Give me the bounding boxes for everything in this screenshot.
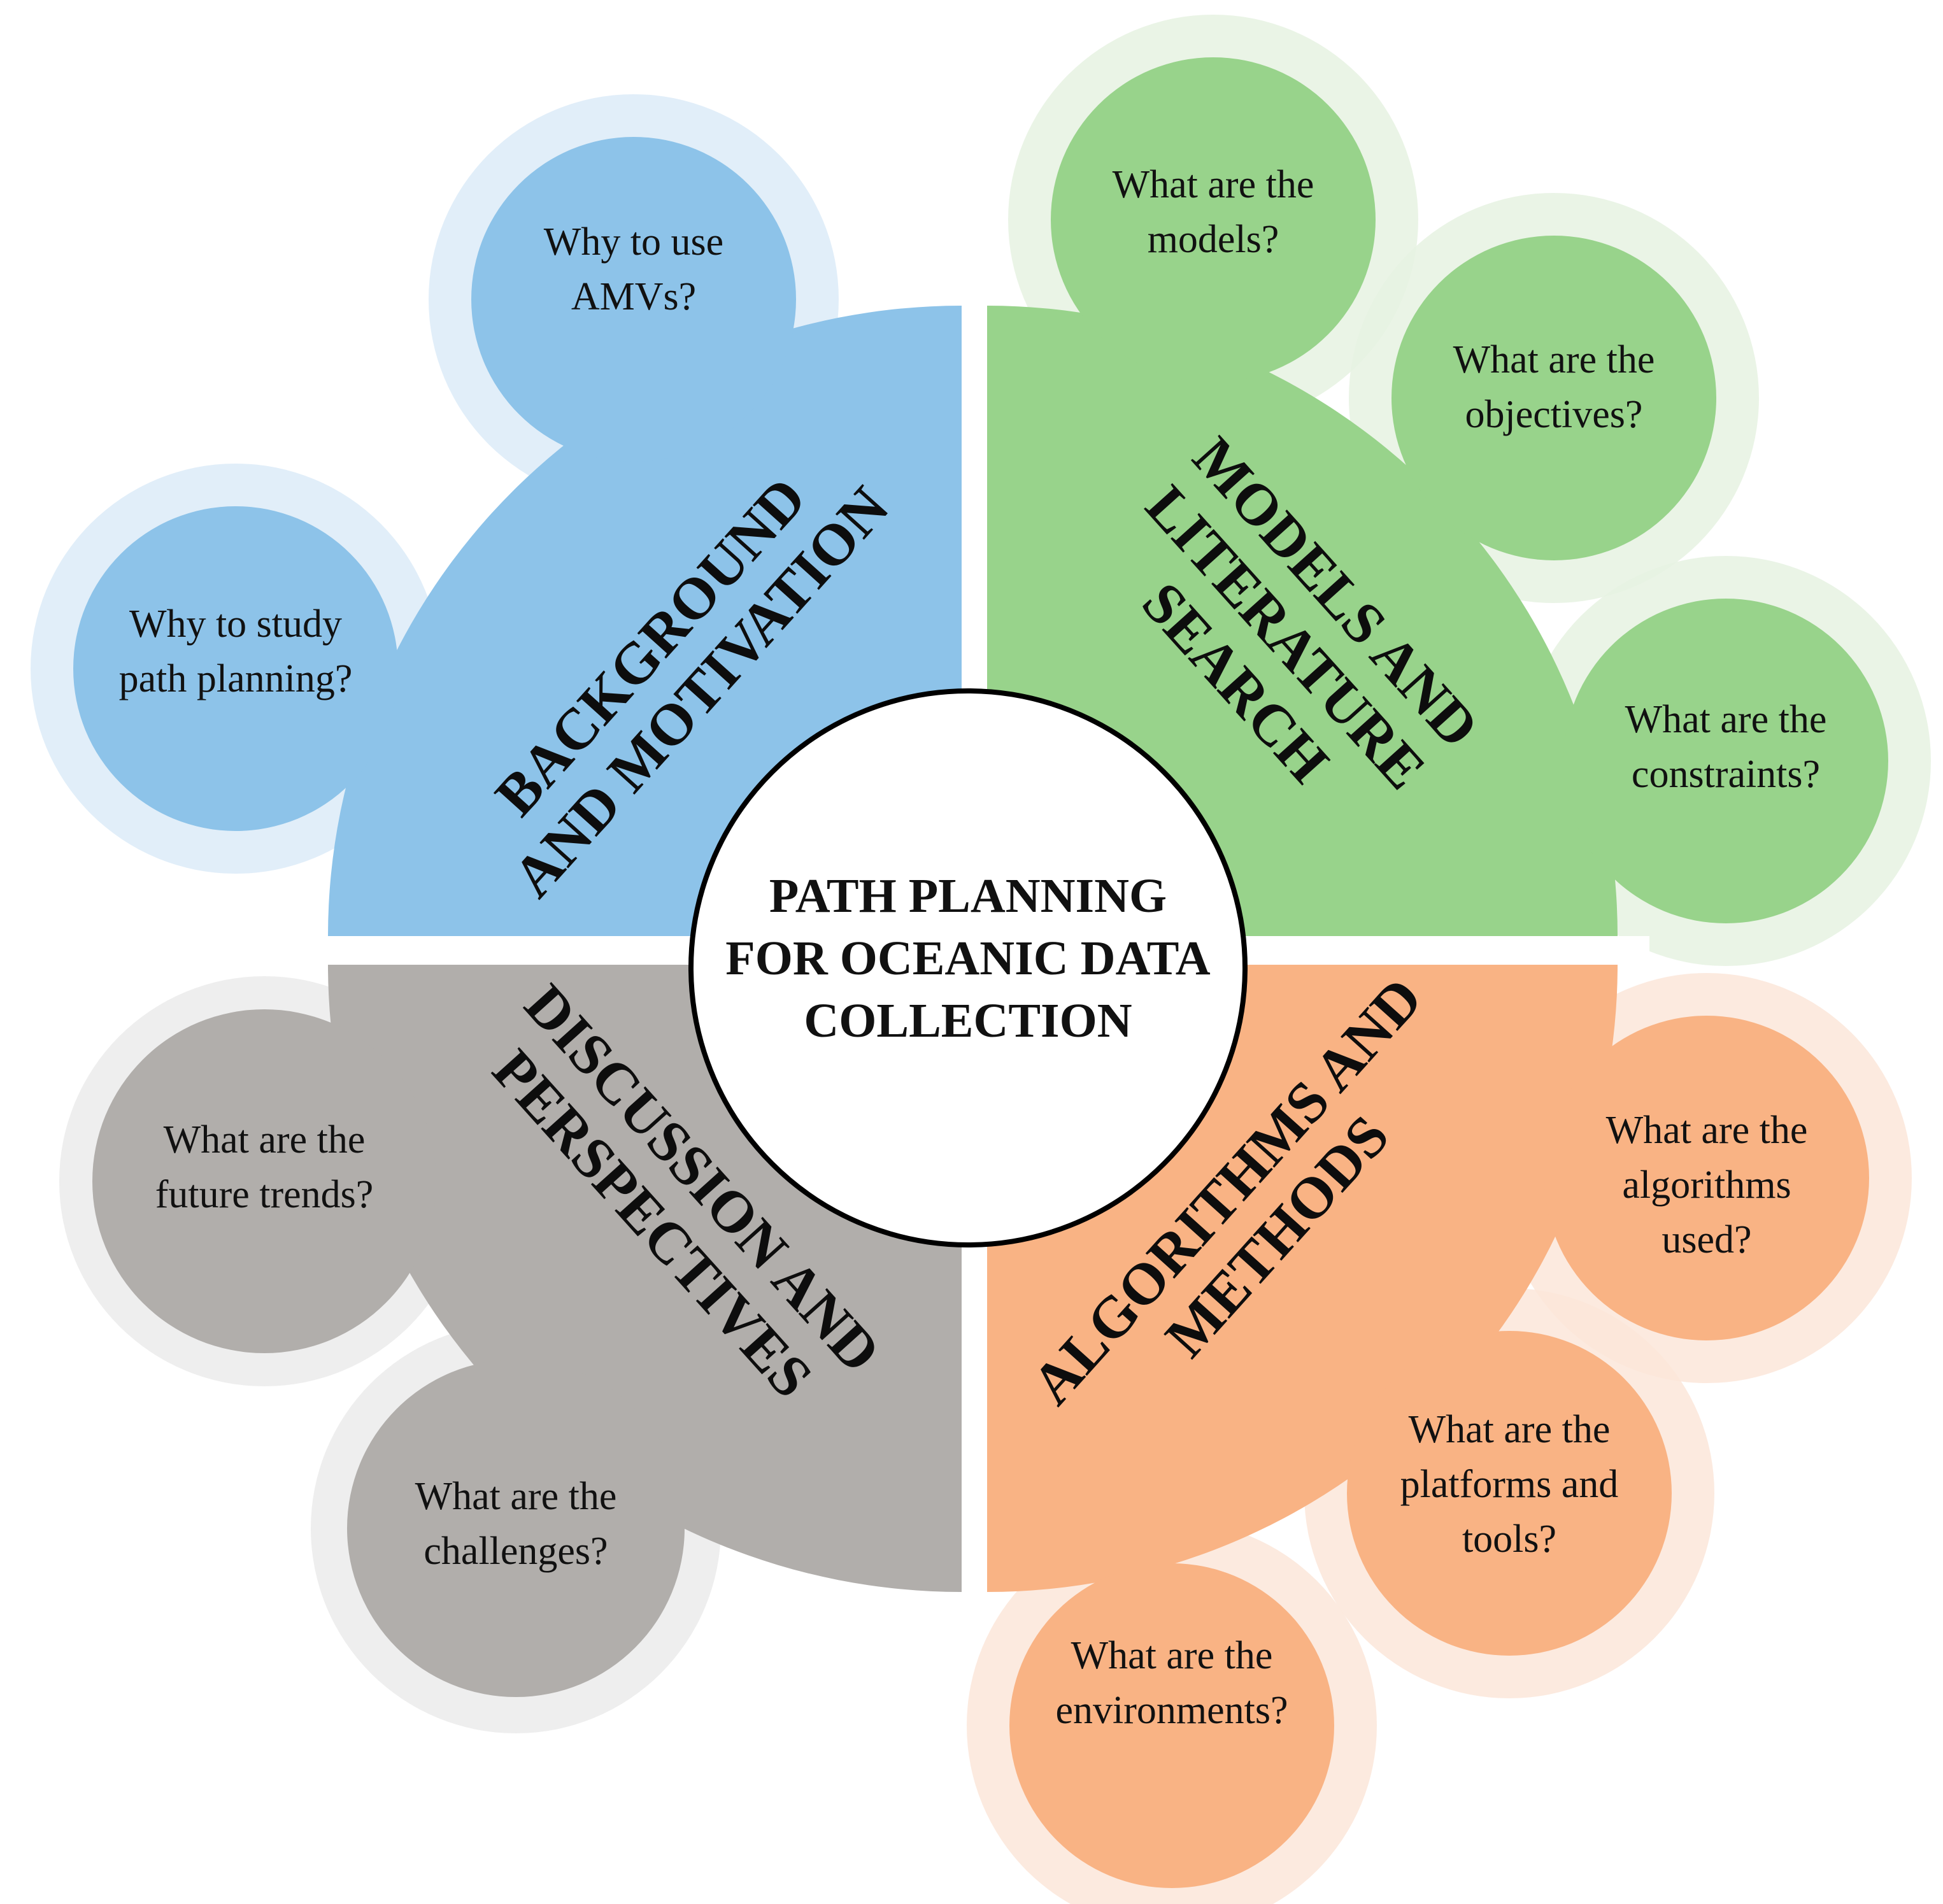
question-bubble-background-2 [73, 506, 398, 831]
question-text: What are the future trends? [155, 1118, 374, 1216]
question-text-line: platforms and [1400, 1463, 1619, 1506]
question-text-line: objectives? [1465, 393, 1643, 436]
question-text: What are the algorithms used? [1606, 1109, 1808, 1261]
question-bubble-algorithms-2 [1347, 1331, 1672, 1656]
question-text-line: AMVs? [571, 275, 696, 318]
question-text-line: tools? [1462, 1517, 1556, 1561]
question-bubble-models-3 [1563, 599, 1888, 923]
question-text-line: path planning? [119, 657, 353, 700]
question-text-line: future trends? [155, 1173, 374, 1216]
question-text-line: constraints? [1632, 753, 1820, 796]
question-text-line: What are the [1625, 698, 1827, 741]
center-title-line: PATH PLANNING [769, 869, 1167, 923]
question-text-line: What are the [1453, 338, 1655, 381]
question-text-line: used? [1662, 1218, 1751, 1261]
center-title: PATH PLANNING FOR OCEANIC DATA COLLECTION [725, 869, 1211, 1048]
question-text: Why to study path planning? [119, 602, 353, 700]
question-text-line: environments? [1055, 1689, 1288, 1732]
question-text: What are the constraints? [1625, 698, 1827, 796]
question-bubble-discussion-2 [347, 1360, 685, 1697]
question-bubble-background-1 [471, 137, 796, 462]
question-bubble-algorithms-1 [1544, 1016, 1869, 1340]
question-text: What are the challenges? [415, 1475, 617, 1573]
question-text-line: What are the [1409, 1408, 1611, 1451]
question-text-line: algorithms [1622, 1163, 1791, 1207]
question-text-line: What are the [415, 1475, 617, 1518]
center-title-line: FOR OCEANIC DATA [725, 932, 1211, 985]
question-text-line: What are the [1113, 163, 1314, 206]
question-text-line: Why to study [129, 602, 342, 646]
shape-layer [73, 57, 1888, 1888]
center-circle [688, 688, 1248, 1247]
center-title-line: COLLECTION [804, 994, 1132, 1048]
question-text: What are the models? [1113, 163, 1314, 261]
question-text: What are the objectives? [1453, 338, 1655, 436]
question-bubble-models-2 [1391, 236, 1716, 560]
question-text-line: Why to use [544, 220, 723, 264]
question-text-line: challenges? [423, 1530, 608, 1573]
question-bubble-models-1 [1051, 57, 1376, 382]
question-text-line: What are the [164, 1118, 366, 1162]
center-layer: PATH PLANNING FOR OCEANIC DATA COLLECTION [688, 688, 1248, 1247]
question-text-line: What are the [1606, 1109, 1808, 1152]
question-text: What are the environments? [1055, 1634, 1288, 1732]
question-text: What are the platforms and tools? [1400, 1408, 1619, 1561]
question-text-line: models? [1148, 218, 1279, 261]
question-bubble-discussion-1 [92, 1009, 436, 1353]
question-bubble-algorithms-3 [1009, 1563, 1334, 1888]
question-text-line: What are the [1071, 1634, 1273, 1677]
